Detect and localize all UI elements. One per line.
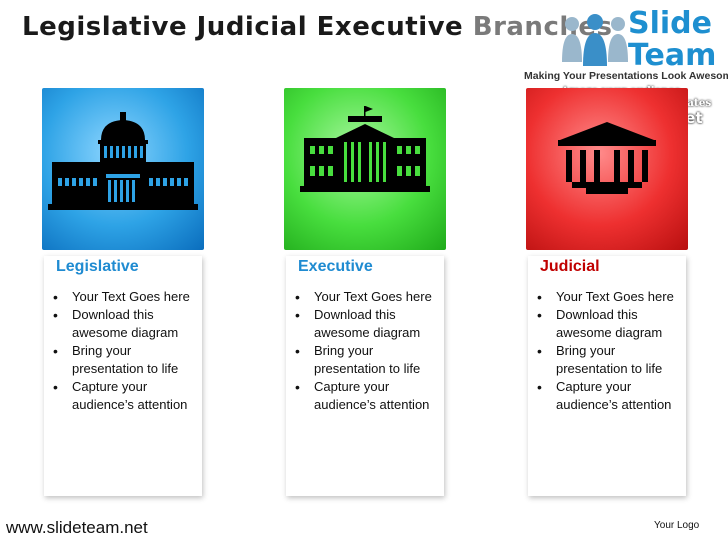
judicial-card: Judicial Your Text Goes here Download th… [528,256,686,496]
logo-word-slide: Slide [628,6,712,41]
judicial-panel [526,88,688,250]
executive-bullets: Your Text Goes here Download this awesom… [286,288,436,414]
title-main: Legislative Judicial Executive [22,12,464,42]
judicial-bullets: Your Text Goes here Download this awesom… [528,288,678,414]
white-house-icon [300,106,430,192]
executive-panel [284,88,446,250]
list-item: Bring your presentation to life [537,342,678,378]
list-item: Capture your audience’s attention [537,378,678,414]
capitol-building-icon [48,112,198,210]
slideteam-logo[interactable]: Slide Team Making Your Presentations Loo… [518,4,728,82]
list-item: Download this awesome diagram [295,306,436,342]
courthouse-icon [558,122,656,194]
footer-url[interactable]: www.slideteam.net [6,518,148,537]
your-logo-placeholder: Your Logo [654,520,700,531]
list-item: Download this awesome diagram [537,306,678,342]
list-item: Capture your audience’s attention [53,378,194,414]
logo-tagline: Making Your Presentations Look Awesome [524,70,728,82]
people-icon [562,14,628,66]
list-item: Your Text Goes here [295,288,436,306]
list-item: Your Text Goes here [53,288,194,306]
legislative-panel [42,88,204,250]
list-item: Bring your presentation to life [53,342,194,378]
list-item: Download this awesome diagram [53,306,194,342]
legislative-bullets: Your Text Goes here Download this awesom… [44,288,194,414]
legislative-card: Legislative Your Text Goes here Download… [44,256,202,496]
list-item: Capture your audience’s attention [295,378,436,414]
executive-heading: Executive [298,258,373,275]
legislative-heading: Legislative [56,258,139,275]
list-item: Your Text Goes here [537,288,678,306]
list-item: Bring your presentation to life [295,342,436,378]
executive-card: Executive Your Text Goes here Download t… [286,256,444,496]
judicial-heading: Judicial [540,258,600,275]
logo-word-team: Team [628,38,717,73]
